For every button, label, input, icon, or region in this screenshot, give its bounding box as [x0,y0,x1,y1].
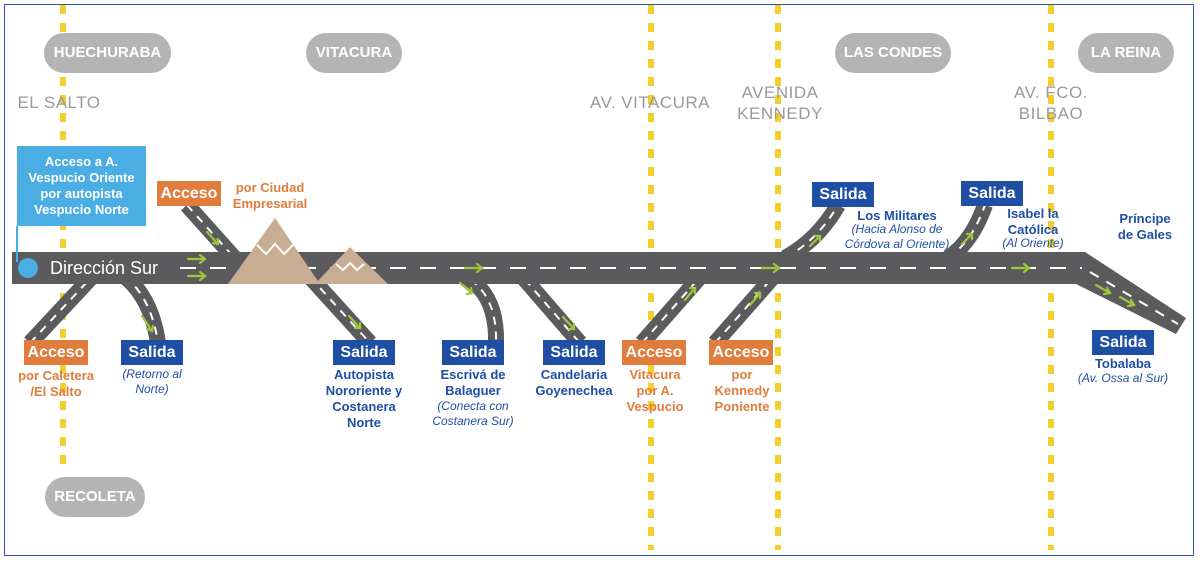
street-label-av-vitacura: AV. VITACURA [590,93,710,112]
arrow-icon [186,270,207,282]
diagram-frame [4,4,1194,556]
arrow-icon [748,291,762,307]
commune-label-recoleta: RECOLETA [45,477,145,517]
exit-tag-isabel: Salida [961,181,1023,206]
exit-tag-candelaria: Salida [543,340,605,365]
road-tobalaba-branch [1070,252,1186,334]
ramp-label-caletera: por Caletera/El Salto [18,368,94,399]
mountains [228,218,388,284]
ramp-note-isabel: (Al Oriente) [1002,236,1064,250]
ramp-label-tobalaba: Tobalaba [1094,356,1152,371]
exit-tag-nororiente: Salida [333,340,395,365]
traffic-arrows [140,230,1136,333]
access-tag-ciudad-empresarial: Acceso [157,181,221,206]
access-tag-caletera: Acceso [24,340,88,365]
arrow-icon [458,281,474,296]
callout-line: por autopista [40,186,123,201]
street-label-el-salto: EL SALTO [17,93,101,112]
arrow-icon [463,262,484,274]
arrow-icon [960,232,974,246]
access-tag-kennedy: Acceso [709,340,773,365]
arrow-icon [1010,262,1031,274]
direction-label: Dirección Sur [50,258,159,278]
arrow-icon [561,315,576,331]
arrow-icon [808,234,822,248]
arrow-icon [347,314,362,330]
exit-tag-retorno: Salida [121,340,183,365]
lane-dash-branch [1089,271,1179,325]
mountain-small-snow [335,261,365,272]
ramp-label-militares: Los Militares [857,208,937,223]
ramp-militares [781,200,845,266]
arrow-icon [1094,283,1112,296]
arrow-icon [205,230,220,246]
arrow-icon [760,262,781,274]
mountain-large [228,218,320,284]
arrow-icon [140,314,155,333]
callout-line: Vespucio Oriente [28,170,135,185]
callout-line: Vespucio Norte [34,202,129,217]
arrow-icon [186,253,207,265]
street-label-bilbao-2: BILBAO [1018,104,1084,123]
arrow-icon [683,286,697,302]
mountain-large-snow [256,242,294,256]
commune-label-las-condes: LAS CONDES [835,33,951,73]
exit-tag-militares: Salida [812,182,874,207]
callout-line: Acceso a A. [44,154,119,169]
start-point-marker [18,258,38,278]
exit-tag-escriva: Salida [442,340,504,365]
commune-label-vitacura: VITACURA [306,33,402,73]
arrow-icon [1118,295,1136,308]
street-label-kennedy-2: KENNEDY [737,104,823,123]
street-label-bilbao-1: AV. FCO. [1014,83,1088,102]
exit-tag-tobalaba: Salida [1092,330,1154,355]
commune-label-la-reina: LA REINA [1078,33,1174,73]
street-label-kennedy-1: AVENIDA [741,83,819,102]
main-highway [12,252,1186,334]
access-tag-vitacura: Acceso [622,340,686,365]
access-callout: Acceso a A. Vespucio Oriente por autopis… [17,146,146,226]
ramp-note-tobalaba: (Av. Ossa al Sur) [1077,371,1169,385]
commune-label-huechuraba: HUECHURABA [44,33,171,73]
